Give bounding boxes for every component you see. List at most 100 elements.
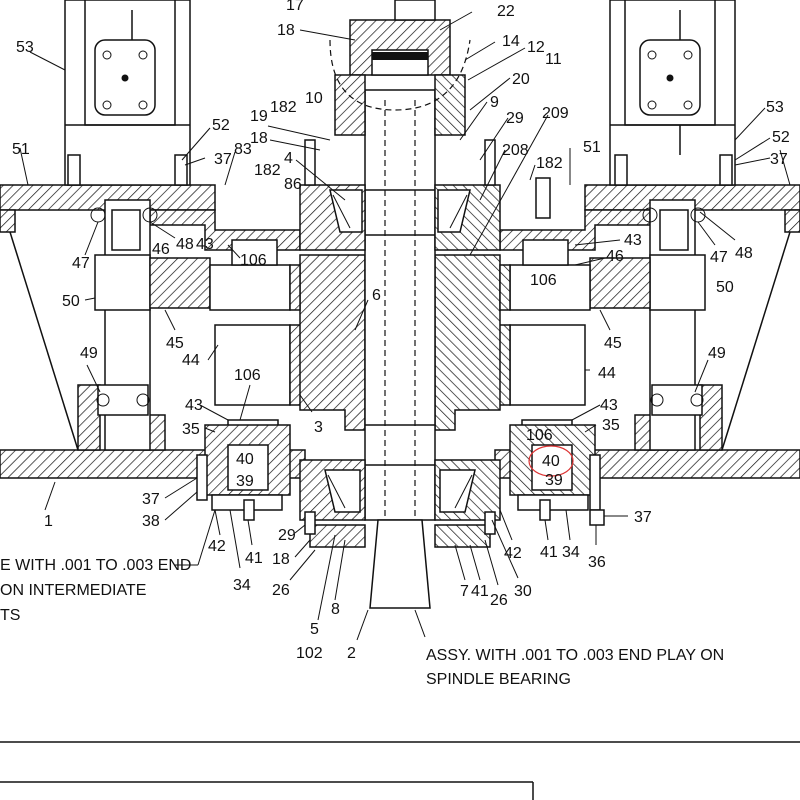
bolts	[196, 139, 605, 535]
upper-bearing-housing	[299, 0, 501, 251]
label-26: 26	[490, 592, 508, 609]
note-left-line2: ON INTERMEDIATE	[0, 582, 146, 599]
note-left-line3: TS	[0, 607, 20, 624]
label-43: 43	[185, 397, 203, 414]
label-52: 52	[212, 117, 230, 134]
note-right-line1: ASSY. WITH .001 TO .003 END PLAY ON	[426, 647, 724, 664]
label-7: 7	[460, 583, 469, 600]
label-86: 86	[284, 176, 302, 193]
label-11: 11	[545, 51, 562, 68]
label-20: 20	[512, 71, 530, 88]
label-106: 106	[240, 252, 267, 269]
label-5: 5	[310, 621, 319, 638]
highlight-circle	[528, 445, 574, 477]
label-14: 14	[502, 33, 520, 50]
label-39: 39	[545, 472, 563, 489]
label-48: 48	[735, 245, 753, 262]
label-43: 43	[196, 236, 214, 253]
label-44: 44	[598, 365, 616, 382]
note-left-line1: E WITH .001 TO .003 END	[0, 557, 191, 574]
label-19: 19	[250, 108, 268, 125]
label-22: 22	[497, 3, 515, 20]
label-29: 29	[506, 110, 524, 127]
label-182: 182	[254, 162, 281, 179]
label-47: 47	[710, 249, 728, 266]
label-53: 53	[16, 39, 34, 56]
label-208: 208	[502, 142, 529, 159]
label-42: 42	[504, 545, 522, 562]
assembly-notes: E WITH .001 TO .003 END ON INTERMEDIATE …	[0, 557, 724, 688]
label-40: 40	[236, 451, 254, 468]
label-17: 17	[286, 0, 304, 14]
label-38: 38	[142, 513, 160, 530]
label-3: 3	[314, 419, 323, 436]
label-106: 106	[526, 427, 553, 444]
label-49: 49	[708, 345, 726, 362]
label-50: 50	[62, 293, 80, 310]
label-9: 9	[490, 94, 499, 111]
label-37: 37	[142, 491, 160, 508]
label-46: 46	[152, 241, 170, 258]
label-39: 39	[236, 473, 254, 490]
label-182: 182	[270, 99, 297, 116]
label-45: 45	[604, 335, 622, 352]
title-block-frame	[0, 741, 800, 800]
label-41: 41	[245, 550, 263, 567]
label-42: 42	[208, 538, 226, 555]
label-44: 44	[182, 352, 200, 369]
label-102: 102	[296, 645, 323, 662]
label-83: 83	[234, 141, 252, 158]
label-34: 34	[233, 577, 251, 594]
label-6: 6	[372, 287, 381, 304]
label-182: 182	[536, 155, 563, 172]
label-37: 37	[214, 151, 232, 168]
label-106: 106	[530, 272, 557, 289]
label-35: 35	[182, 421, 200, 438]
label-47: 47	[72, 255, 90, 272]
label-34: 34	[562, 544, 580, 561]
label-43: 43	[600, 397, 618, 414]
label-12: 12	[527, 39, 545, 56]
label-35: 35	[602, 417, 620, 434]
label-36: 36	[588, 554, 606, 571]
label-50: 50	[716, 279, 734, 296]
label-52: 52	[772, 129, 790, 146]
label-41: 41	[471, 583, 489, 600]
central-gear	[289, 254, 511, 431]
label-8: 8	[331, 601, 340, 618]
label-1: 1	[44, 513, 53, 530]
leader-lines	[19, 11, 791, 641]
right-intermediate-shaft	[449, 199, 706, 451]
left-motor	[64, 0, 191, 186]
label-29: 29	[278, 527, 296, 544]
label-106: 106	[234, 367, 261, 384]
housing-walls	[9, 231, 791, 451]
label-45: 45	[166, 335, 184, 352]
label-43: 43	[624, 232, 642, 249]
label-51: 51	[583, 139, 601, 156]
label-41: 41	[540, 544, 558, 561]
label-37: 37	[634, 509, 652, 526]
note-right-line2: SPINDLE BEARING	[426, 671, 571, 688]
right-motor	[609, 0, 736, 186]
spindle	[364, 89, 436, 609]
label-209: 209	[542, 105, 569, 122]
label-18: 18	[250, 130, 268, 147]
label-53: 53	[766, 99, 784, 116]
label-40: 40	[542, 453, 560, 470]
part-labels: 17 18 22 14 12 11 20 10 9 29 209 208 53 …	[12, 0, 790, 662]
label-18: 18	[272, 551, 290, 568]
label-18: 18	[277, 22, 295, 39]
label-37: 37	[770, 151, 788, 168]
label-26: 26	[272, 582, 290, 599]
left-intermediate-shaft	[90, 199, 351, 451]
label-49: 49	[80, 345, 98, 362]
label-4: 4	[284, 150, 293, 167]
label-10: 10	[305, 90, 323, 107]
label-48: 48	[176, 236, 194, 253]
label-30: 30	[514, 583, 532, 600]
label-46: 46	[606, 248, 624, 265]
label-2: 2	[347, 645, 356, 662]
label-51: 51	[12, 141, 30, 158]
